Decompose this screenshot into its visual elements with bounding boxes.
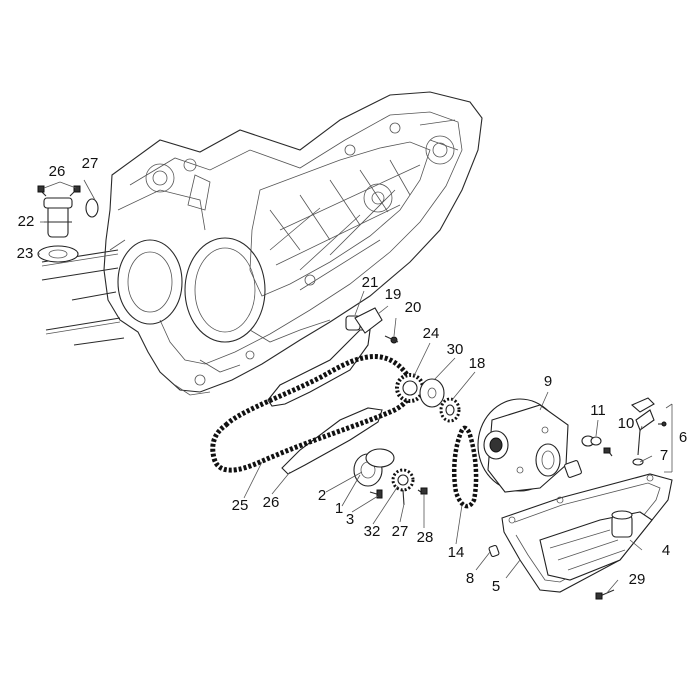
screw-29: [595, 592, 603, 600]
callout-1: 1: [335, 500, 343, 517]
callout-21: 23: [17, 245, 34, 262]
sprockets: [395, 373, 461, 423]
timing-chain-25: [210, 354, 414, 473]
oil-sump-4: [488, 473, 673, 600]
callout-25: 25: [232, 497, 249, 514]
callout-17: 19: [385, 286, 402, 303]
callout-26: 26: [263, 494, 280, 511]
callout-20: 22: [18, 213, 35, 230]
washer-11: [590, 436, 602, 446]
callout-2: 2: [318, 487, 326, 504]
dipstick-assembly: [590, 397, 667, 466]
oil-pump-chain-14: [451, 425, 479, 509]
oil-pump-body-9: [477, 398, 595, 493]
callout-labels: 26 27 22 23 21 19 20 24 30 18 9 11 10 6 …: [17, 155, 688, 595]
washer-30: [419, 378, 445, 408]
callout-24: 24: [423, 325, 440, 342]
o-ring: [85, 198, 99, 218]
callout-3: 3: [346, 511, 354, 528]
callout-14: 14: [448, 544, 465, 561]
callout-4: 4: [662, 542, 670, 559]
callout-11: 11: [590, 402, 606, 419]
callout-10: 10: [618, 415, 635, 432]
callout-30: 30: [447, 341, 464, 358]
dowel-8: [488, 544, 500, 558]
callout-19: 21: [362, 274, 379, 291]
callout-15: 18: [469, 355, 486, 372]
callout-32: 32: [364, 523, 381, 540]
callout-27: 27: [392, 523, 409, 540]
tensioner-screw: [37, 185, 45, 193]
crankcase-housing: [41, 91, 483, 396]
callout-29: 29: [629, 571, 646, 588]
callout-8: 8: [466, 570, 474, 587]
tensioner-gasket: [37, 245, 79, 263]
oil-pump-gears: [353, 448, 428, 506]
upper-chain-guide: [267, 329, 371, 407]
callout-18: 20: [405, 299, 422, 316]
callout-7: 7: [660, 447, 668, 464]
tensioner-body: [47, 204, 69, 238]
leader-lines: [38, 179, 673, 595]
chain-tensioner-assembly: [37, 185, 99, 263]
callout-28: 28: [417, 529, 434, 546]
callout-6: 6: [679, 429, 687, 446]
callout-9: 9: [544, 373, 552, 390]
callout-22: 26: [49, 163, 66, 180]
callout-5: 5: [492, 578, 500, 595]
callout-23: 27: [82, 155, 99, 172]
